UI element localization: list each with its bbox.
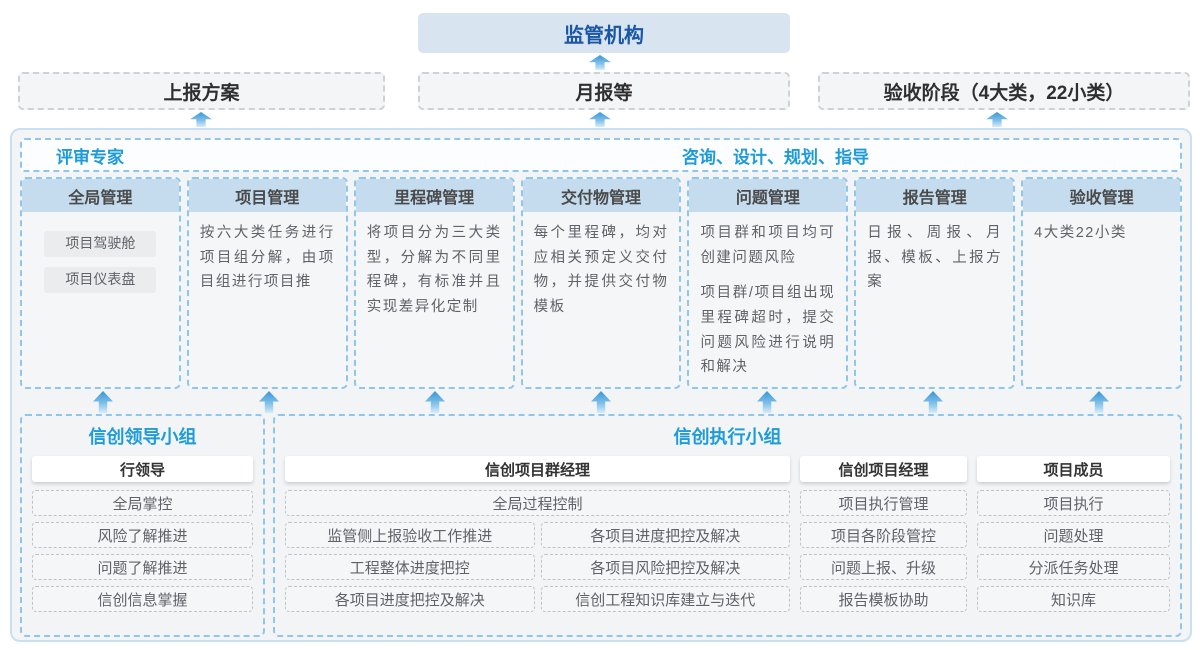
regulator-box: 监管机构 — [418, 13, 790, 53]
review-experts-label: 评审专家 — [56, 147, 124, 167]
column-milestone-management: 里程碑管理 将项目分为三大类型，分解为不同里程碑，有标准并且实现差异化定制 — [353, 177, 515, 389]
up-arrow-icon — [425, 391, 445, 413]
task-item: 分派任务处理 — [977, 554, 1170, 580]
up-arrow-icon — [589, 112, 611, 127]
column-global-management: 全局管理 项目驾驶舱 项目仪表盘 — [20, 177, 181, 389]
task-item: 各项目进度把控及解决 — [285, 586, 535, 612]
flow-box-monthly-report: 月报等 — [418, 72, 790, 110]
role-pill-project-manager: 信创项目经理 — [800, 456, 967, 482]
column-title: 交付物管理 — [522, 179, 680, 212]
task-item: 信创工程知识库建立与迭代 — [540, 586, 790, 612]
xinchuang-leadership-group: 信创领导小组 行领导 全局掌控 风险了解推进 问题了解推进 信创信息掌握 — [20, 414, 265, 637]
flow-box-report-plan: 上报方案 — [18, 72, 385, 110]
up-arrow-icon — [1089, 391, 1109, 413]
task-item: 全局掌控 — [32, 490, 253, 516]
up-arrow-icon — [93, 391, 113, 413]
consulting-design-label: 咨询、设计、规划、指导 — [682, 147, 869, 167]
org-groups: 信创领导小组 行领导 全局掌控 风险了解推进 问题了解推进 信创信息掌握 信创执… — [20, 414, 1182, 637]
group-title: 信创领导小组 — [88, 427, 197, 447]
task-item: 风险了解推进 — [32, 522, 253, 548]
column-title: 问题管理 — [689, 179, 847, 212]
task-item: 项目执行管理 — [800, 490, 967, 516]
task-item: 项目各阶段管控 — [800, 522, 967, 548]
column-body: 项目驾驶舱 项目仪表盘 — [22, 212, 179, 302]
up-arrow-icon — [757, 391, 777, 413]
column-body: 4大类22小类 — [1034, 225, 1127, 241]
task-item: 项目执行 — [977, 490, 1170, 516]
group-title: 信创执行小组 — [673, 427, 782, 447]
task-item: 知识库 — [977, 586, 1170, 612]
column-paragraph: 项目群和项目均可创建问题风险 — [700, 225, 836, 266]
up-arrow-icon — [986, 112, 1008, 127]
column-body: 项目群和项目均可创建问题风险 项目群/项目组出现里程碑超时，提交问题风险进行说明… — [689, 212, 846, 387]
column-title: 验收管理 — [1023, 179, 1181, 212]
column-body: 将项目分为三大类型，分解为不同里程碑，有标准并且实现差异化定制 — [366, 225, 502, 315]
column-issue-management: 问题管理 项目群和项目均可创建问题风险 项目群/项目组出现里程碑超时，提交问题风… — [687, 177, 849, 389]
column-report-management: 报告管理 日报、周报、月报、模板、上报方案 — [854, 177, 1016, 389]
task-item: 信创信息掌握 — [32, 586, 253, 612]
execution-subgroups: 信创项目群经理 全局过程控制 监管侧上报验收工作推进 各项目进度把控及解决 工程… — [285, 456, 1170, 612]
task-item: 问题上报、升级 — [800, 554, 967, 580]
xinchuang-execution-group: 信创执行小组 信创项目群经理 全局过程控制 监管侧上报验收工作推进 各项目进度把… — [273, 414, 1182, 637]
task-list: 全局掌控 风险了解推进 问题了解推进 信创信息掌握 — [32, 490, 253, 612]
subgroup-program-manager: 信创项目群经理 全局过程控制 监管侧上报验收工作推进 各项目进度把控及解决 工程… — [285, 456, 790, 612]
subgroup-project-manager: 信创项目经理 项目执行管理 项目各阶段管控 问题上报、升级 报告模板协助 — [800, 456, 967, 612]
role-pill-project-members: 项目成员 — [977, 456, 1170, 482]
column-body: 日报、周报、月报、模板、上报方案 — [867, 225, 1003, 291]
task-grid: 监管侧上报验收工作推进 各项目进度把控及解决 工程整体进度把控 各项目风险把控及… — [285, 522, 790, 612]
task-item: 问题处理 — [977, 522, 1170, 548]
column-paragraph: 项目群/项目组出现里程碑超时，提交问题风险进行说明和解决 — [700, 285, 836, 376]
column-project-management: 项目管理 按六大类任务进行项目组分解，由项目组进行项目推 — [186, 177, 348, 389]
subgroup-project-members: 项目成员 项目执行 问题处理 分派任务处理 知识库 — [977, 456, 1170, 612]
up-arrow-icon — [190, 112, 212, 127]
task-item: 全局过程控制 — [285, 490, 790, 516]
up-arrow-icon — [591, 391, 611, 413]
task-item: 监管侧上报验收工作推进 — [285, 522, 535, 548]
task-list: 项目执行管理 项目各阶段管控 问题上报、升级 报告模板协助 — [800, 490, 967, 612]
column-title: 项目管理 — [188, 179, 346, 212]
column-arrows — [20, 391, 1182, 413]
column-title: 报告管理 — [856, 179, 1014, 212]
task-item: 工程整体进度把控 — [285, 554, 535, 580]
column-body: 每个里程碑，均对应相关预定义交付物，并提供交付物模板 — [533, 225, 669, 315]
column-deliverable-management: 交付物管理 每个里程碑，均对应相关预定义交付物，并提供交付物模板 — [520, 177, 682, 389]
feature-pill: 项目驾驶舱 — [44, 231, 157, 257]
task-item: 报告模板协助 — [800, 586, 967, 612]
task-item: 问题了解推进 — [32, 554, 253, 580]
management-columns: 全局管理 项目驾驶舱 项目仪表盘 项目管理 按六大类任务进行项目组分解，由项目组… — [20, 177, 1183, 389]
up-arrow-icon — [923, 391, 943, 413]
up-arrow-icon — [259, 391, 279, 413]
task-list: 项目执行 问题处理 分派任务处理 知识库 — [977, 490, 1170, 612]
experts-band: 评审专家 咨询、设计、规划、指导 — [20, 138, 1182, 172]
column-title: 里程碑管理 — [355, 179, 513, 212]
role-pill-program-manager: 信创项目群经理 — [285, 456, 790, 482]
column-acceptance-management: 验收管理 4大类22小类 — [1021, 177, 1183, 389]
role-pill-bank-leaders: 行领导 — [32, 456, 253, 482]
feature-pill: 项目仪表盘 — [44, 267, 157, 293]
column-body: 按六大类任务进行项目组分解，由项目组进行项目推 — [199, 225, 335, 291]
up-arrow-icon — [589, 55, 611, 70]
column-title: 全局管理 — [22, 179, 179, 212]
flow-box-acceptance-stage: 验收阶段（4大类，22小类） — [818, 72, 1190, 110]
main-panel: 评审专家 咨询、设计、规划、指导 全局管理 项目驾驶舱 项目仪表盘 项目管理 按… — [10, 128, 1192, 642]
task-item: 各项目进度把控及解决 — [540, 522, 790, 548]
task-item: 各项目风险把控及解决 — [540, 554, 790, 580]
